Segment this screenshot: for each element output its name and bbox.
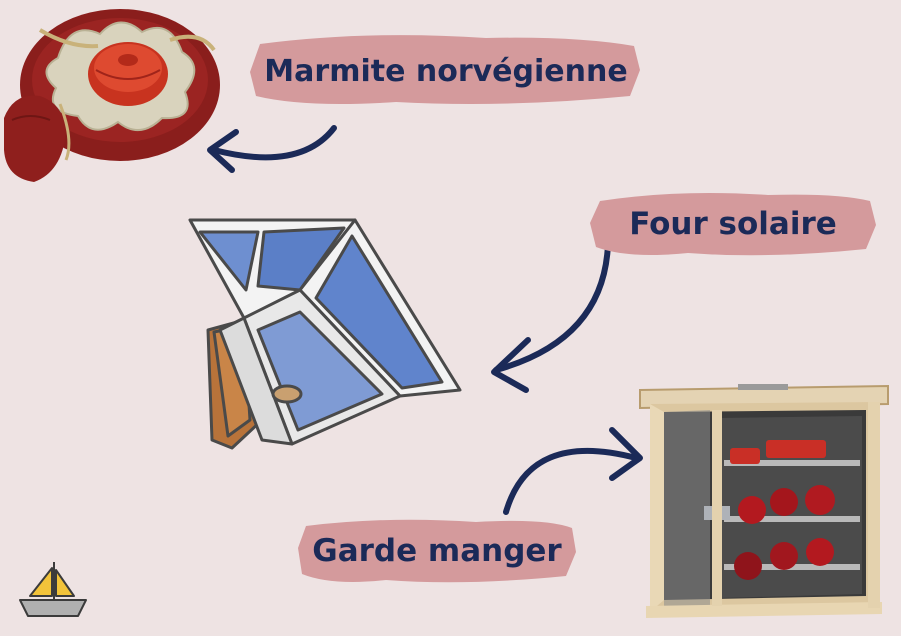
label-garde-manger: Garde manger [296,512,578,590]
label-text: Four solaire [629,206,837,242]
marmite-illustration [4,9,220,182]
label-four-solaire: Four solaire [588,185,878,263]
label-background [250,35,640,104]
sailboat-logo [19,562,87,617]
label-text: Marmite norvégienne [264,53,628,89]
arrow-icon [503,427,643,515]
label-text: Garde manger [312,533,562,569]
solar-oven-illustration [188,218,462,450]
arrow-icon [207,125,337,173]
pantry-cabinet-illustration [639,384,889,618]
label-marmite-norvegienne: Marmite norvégienne [246,26,646,116]
label-background [590,193,876,256]
arrow-icon [491,241,611,393]
label-background [298,519,576,583]
